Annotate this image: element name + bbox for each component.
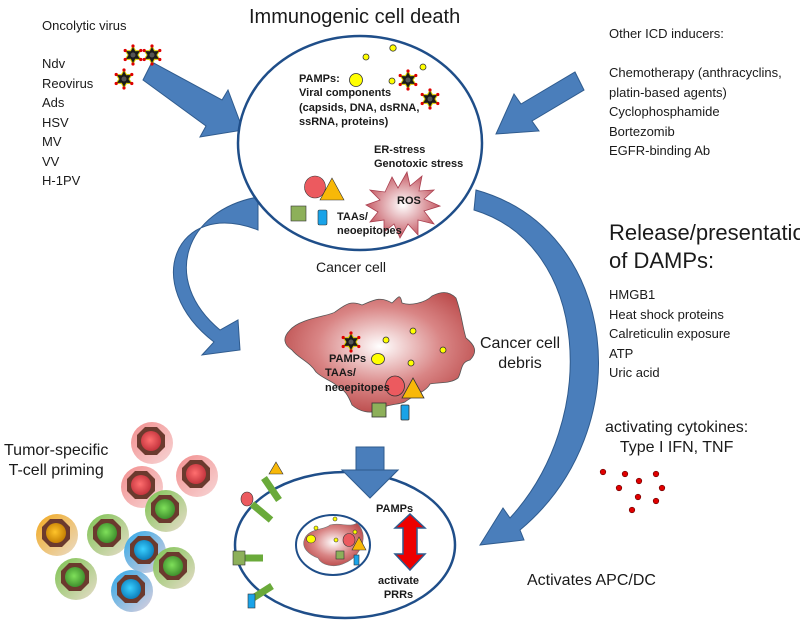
curved-arrow-to-debris [173, 196, 259, 356]
inducers-heading: Other ICD inducers: [609, 26, 724, 41]
apc-label: Activates APC/DC [527, 572, 656, 589]
pamp-particles [349, 44, 427, 87]
ros-burst [365, 170, 442, 239]
damps-heading: Release/presentation of DAMPs: [609, 219, 800, 274]
cytokine-line: Type I IFN, TNF [619, 439, 734, 456]
inducer-item: EGFR-binding Ab [609, 143, 711, 158]
oncolytic-item: HSV [42, 114, 69, 130]
cytokines [599, 468, 666, 514]
tcell-line: Tumor-specific [4, 442, 109, 459]
oncolytic-item: Reovirus [42, 75, 94, 91]
t-cell [36, 514, 78, 556]
inducers-arrow [495, 71, 585, 135]
t-cell [176, 455, 218, 497]
virus-icon [114, 67, 134, 91]
inducers-list: Chemotherapy (anthracyclins, platin-base… [609, 63, 782, 161]
inducer-item: platin-based agents) [609, 84, 727, 100]
stress-line: Genotoxic stress [374, 158, 464, 171]
t-cell [111, 570, 153, 612]
debris-label: Cancer cell debris [480, 334, 560, 374]
apc-receptors [232, 461, 284, 609]
t-cells [36, 422, 218, 612]
damp-item: Uric acid [609, 365, 660, 380]
tcell-line: T-cell priming [8, 462, 104, 479]
damps-list: HMGB1 Heat shock proteins Calreticulin e… [609, 285, 730, 383]
debris-label-line: Cancer cell [480, 335, 561, 352]
t-cell [55, 558, 97, 600]
oncolytic-item: Ndv [42, 56, 66, 71]
stress-line: ER-stress [374, 144, 426, 156]
apc-activate-prrs: activate PRRs [378, 574, 419, 603]
debris-line: TAAs/ [325, 367, 356, 380]
apc-pamps-label: PAMPs [376, 503, 414, 515]
inducer-item: Chemotherapy (anthracyclins, [609, 65, 782, 80]
t-cell [131, 422, 173, 464]
t-cell [153, 547, 195, 589]
t-cell [145, 490, 187, 532]
debris-line: neoepitopes [325, 381, 390, 394]
taa-line: TAAs/ [337, 211, 368, 223]
pamps-line: ssRNA, proteins) [299, 115, 389, 128]
oncolytic-item: MV [42, 134, 62, 149]
virus-icon [142, 43, 162, 67]
cancer-cell-label: Cancer cell [316, 259, 387, 275]
debris-line: PAMPs [329, 353, 367, 365]
ros-label: ROS [397, 195, 421, 207]
oncolytic-heading: Oncolytic virus [42, 18, 127, 33]
oncolytic-item: VV [42, 153, 60, 169]
cell-taa-text: TAAs/ neoepitopes [337, 210, 402, 239]
damp-item: Calreticulin exposure [609, 326, 731, 341]
pamps-line: (capsids, DNA, dsRNA, [299, 101, 420, 114]
pamps-line: Viral components [299, 87, 392, 100]
oncolytic-list: Ndv Reovirus Ads HSV MV VV H-1PV [42, 54, 93, 191]
taa-shapes [290, 175, 345, 226]
debris-label-line: debris [498, 355, 542, 372]
cell-pamps-text: PAMPs: Viral components (capsids, DNA, d… [299, 72, 419, 129]
taa-line: neoepitopes [337, 225, 402, 238]
cytokines-label: activating cytokines: Type I IFN, TNF [605, 418, 748, 458]
oncolytic-item: H-1PV [42, 173, 81, 188]
cancer-cell-debris [284, 292, 476, 413]
damps-heading-line: Release/presentation [609, 220, 800, 245]
oncolytic-arrow [142, 61, 244, 138]
damp-item: ATP [609, 345, 634, 361]
page-title: Immunogenic cell death [249, 6, 461, 28]
damps-heading-line: of DAMPs: [609, 247, 715, 273]
cell-stress-text: ER-stress Genotoxic stress [374, 143, 463, 172]
tcell-label: Tumor-specific T-cell priming [4, 441, 108, 481]
activate-line: PRRs [383, 589, 414, 602]
t-cell [87, 514, 129, 556]
inducer-item: Cyclophosphamide [609, 104, 720, 119]
damp-item: HMGB1 [609, 287, 656, 302]
debris-particles [371, 327, 447, 421]
damp-item: Heat shock proteins [609, 306, 724, 322]
debris-inner-text: PAMPs TAAs/ neoepitopes [325, 352, 390, 395]
virus-icon [123, 43, 143, 67]
pamps-prr-double-arrow [393, 512, 427, 572]
oncolytic-item: Ads [42, 95, 65, 110]
curved-arrow-to-apc [473, 189, 599, 546]
inducer-item: Bortezomib [609, 123, 675, 139]
activate-line: activate [378, 575, 419, 587]
pamps-line: PAMPs: [299, 73, 340, 85]
cytokine-line: activating cytokines: [605, 419, 749, 436]
